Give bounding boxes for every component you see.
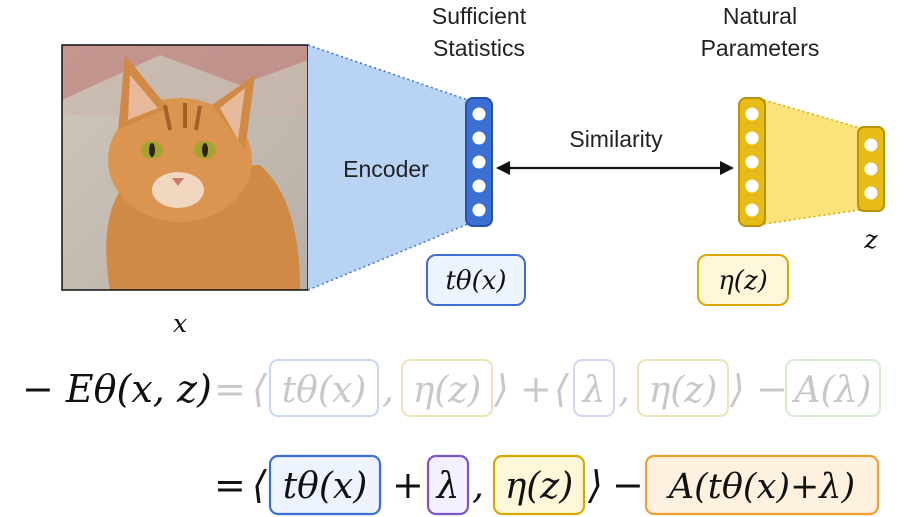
eq1-eta2-box — [637, 359, 729, 417]
equation-line-1: − Eθ(x, z) = ⟨ tθ(x) , η(z) ⟩ + ⟨ λ , η(… — [22, 359, 881, 417]
similarity-arrow — [496, 161, 734, 175]
eq2-comma: , — [472, 463, 484, 507]
eq1-equals: = — [214, 367, 246, 411]
sufficient-statistics-label-line2: Statistics — [433, 35, 525, 61]
eq2-equals: = — [214, 463, 246, 507]
eq1-t: tθ(x) — [282, 370, 367, 411]
natural-parameters-label-line2: Parameters — [701, 35, 820, 61]
equation-line-2: = ⟨ tθ(x) + λ , η(z) ⟩ − A(tθ(x)+λ) — [214, 454, 880, 516]
eta-box — [697, 254, 789, 306]
eq2-a: A(tθ(x)+λ) — [666, 467, 855, 507]
similarity-label: Similarity — [569, 126, 663, 152]
eq2-minus: − — [612, 463, 644, 507]
natural-parameters-label-line1: Natural — [723, 3, 797, 29]
eq1-eta2: η(z) — [649, 370, 718, 411]
eq1-minus: − — [756, 367, 788, 411]
eq2-t: tθ(x) — [283, 466, 368, 507]
eq1-rangle2: ⟩ — [729, 367, 745, 411]
eq1-a: A(λ) — [792, 370, 872, 411]
eq2-rangle: ⟩ — [587, 463, 603, 507]
t-theta-box-label: tθ(x) — [445, 266, 506, 296]
sufficient-statistics-label-line1: Sufficient — [432, 3, 527, 29]
eq2-a-box — [644, 454, 880, 516]
eq2-langle: ⟨ — [252, 463, 268, 507]
eq1-lambda: λ — [581, 370, 606, 411]
eq1-comma1: , — [382, 367, 394, 411]
eq1-langle1: ⟨ — [252, 367, 268, 411]
eq1-a-box — [785, 359, 881, 417]
eq2-lambda-box — [426, 454, 470, 516]
eq1-eta1: η(z) — [413, 370, 482, 411]
eq1-comma2: , — [618, 367, 630, 411]
eq2-eta: η(z) — [505, 466, 574, 507]
eq2-eta-box — [492, 454, 586, 516]
latent-z-vector — [857, 126, 885, 212]
sufficient-statistics-vector — [465, 97, 493, 227]
cat-image — [61, 44, 309, 291]
eq2-plus: + — [392, 463, 424, 507]
natural-parameters-vector — [738, 97, 766, 227]
eta-box-label: η(z) — [718, 266, 768, 296]
eq1-lambda-box — [573, 359, 615, 417]
decoder-trapezoid — [764, 100, 860, 224]
eq1-langle2: ⟨ — [554, 367, 570, 411]
eq1-lhs: − Eθ(x, z) — [22, 367, 212, 411]
eq1-plus: + — [520, 367, 552, 411]
eq2-lambda: λ — [435, 466, 460, 507]
eq1-t-box — [269, 359, 379, 417]
encoder-label: Encoder — [343, 156, 429, 182]
eq1-eta1-box — [401, 359, 493, 417]
eq2-t-box — [268, 454, 382, 516]
input-x-label: x — [173, 309, 187, 338]
eq1-rangle1: ⟩ — [493, 367, 509, 411]
latent-z-label: z — [863, 225, 878, 254]
encoder-trapezoid — [308, 45, 468, 290]
t-theta-box — [426, 254, 526, 306]
